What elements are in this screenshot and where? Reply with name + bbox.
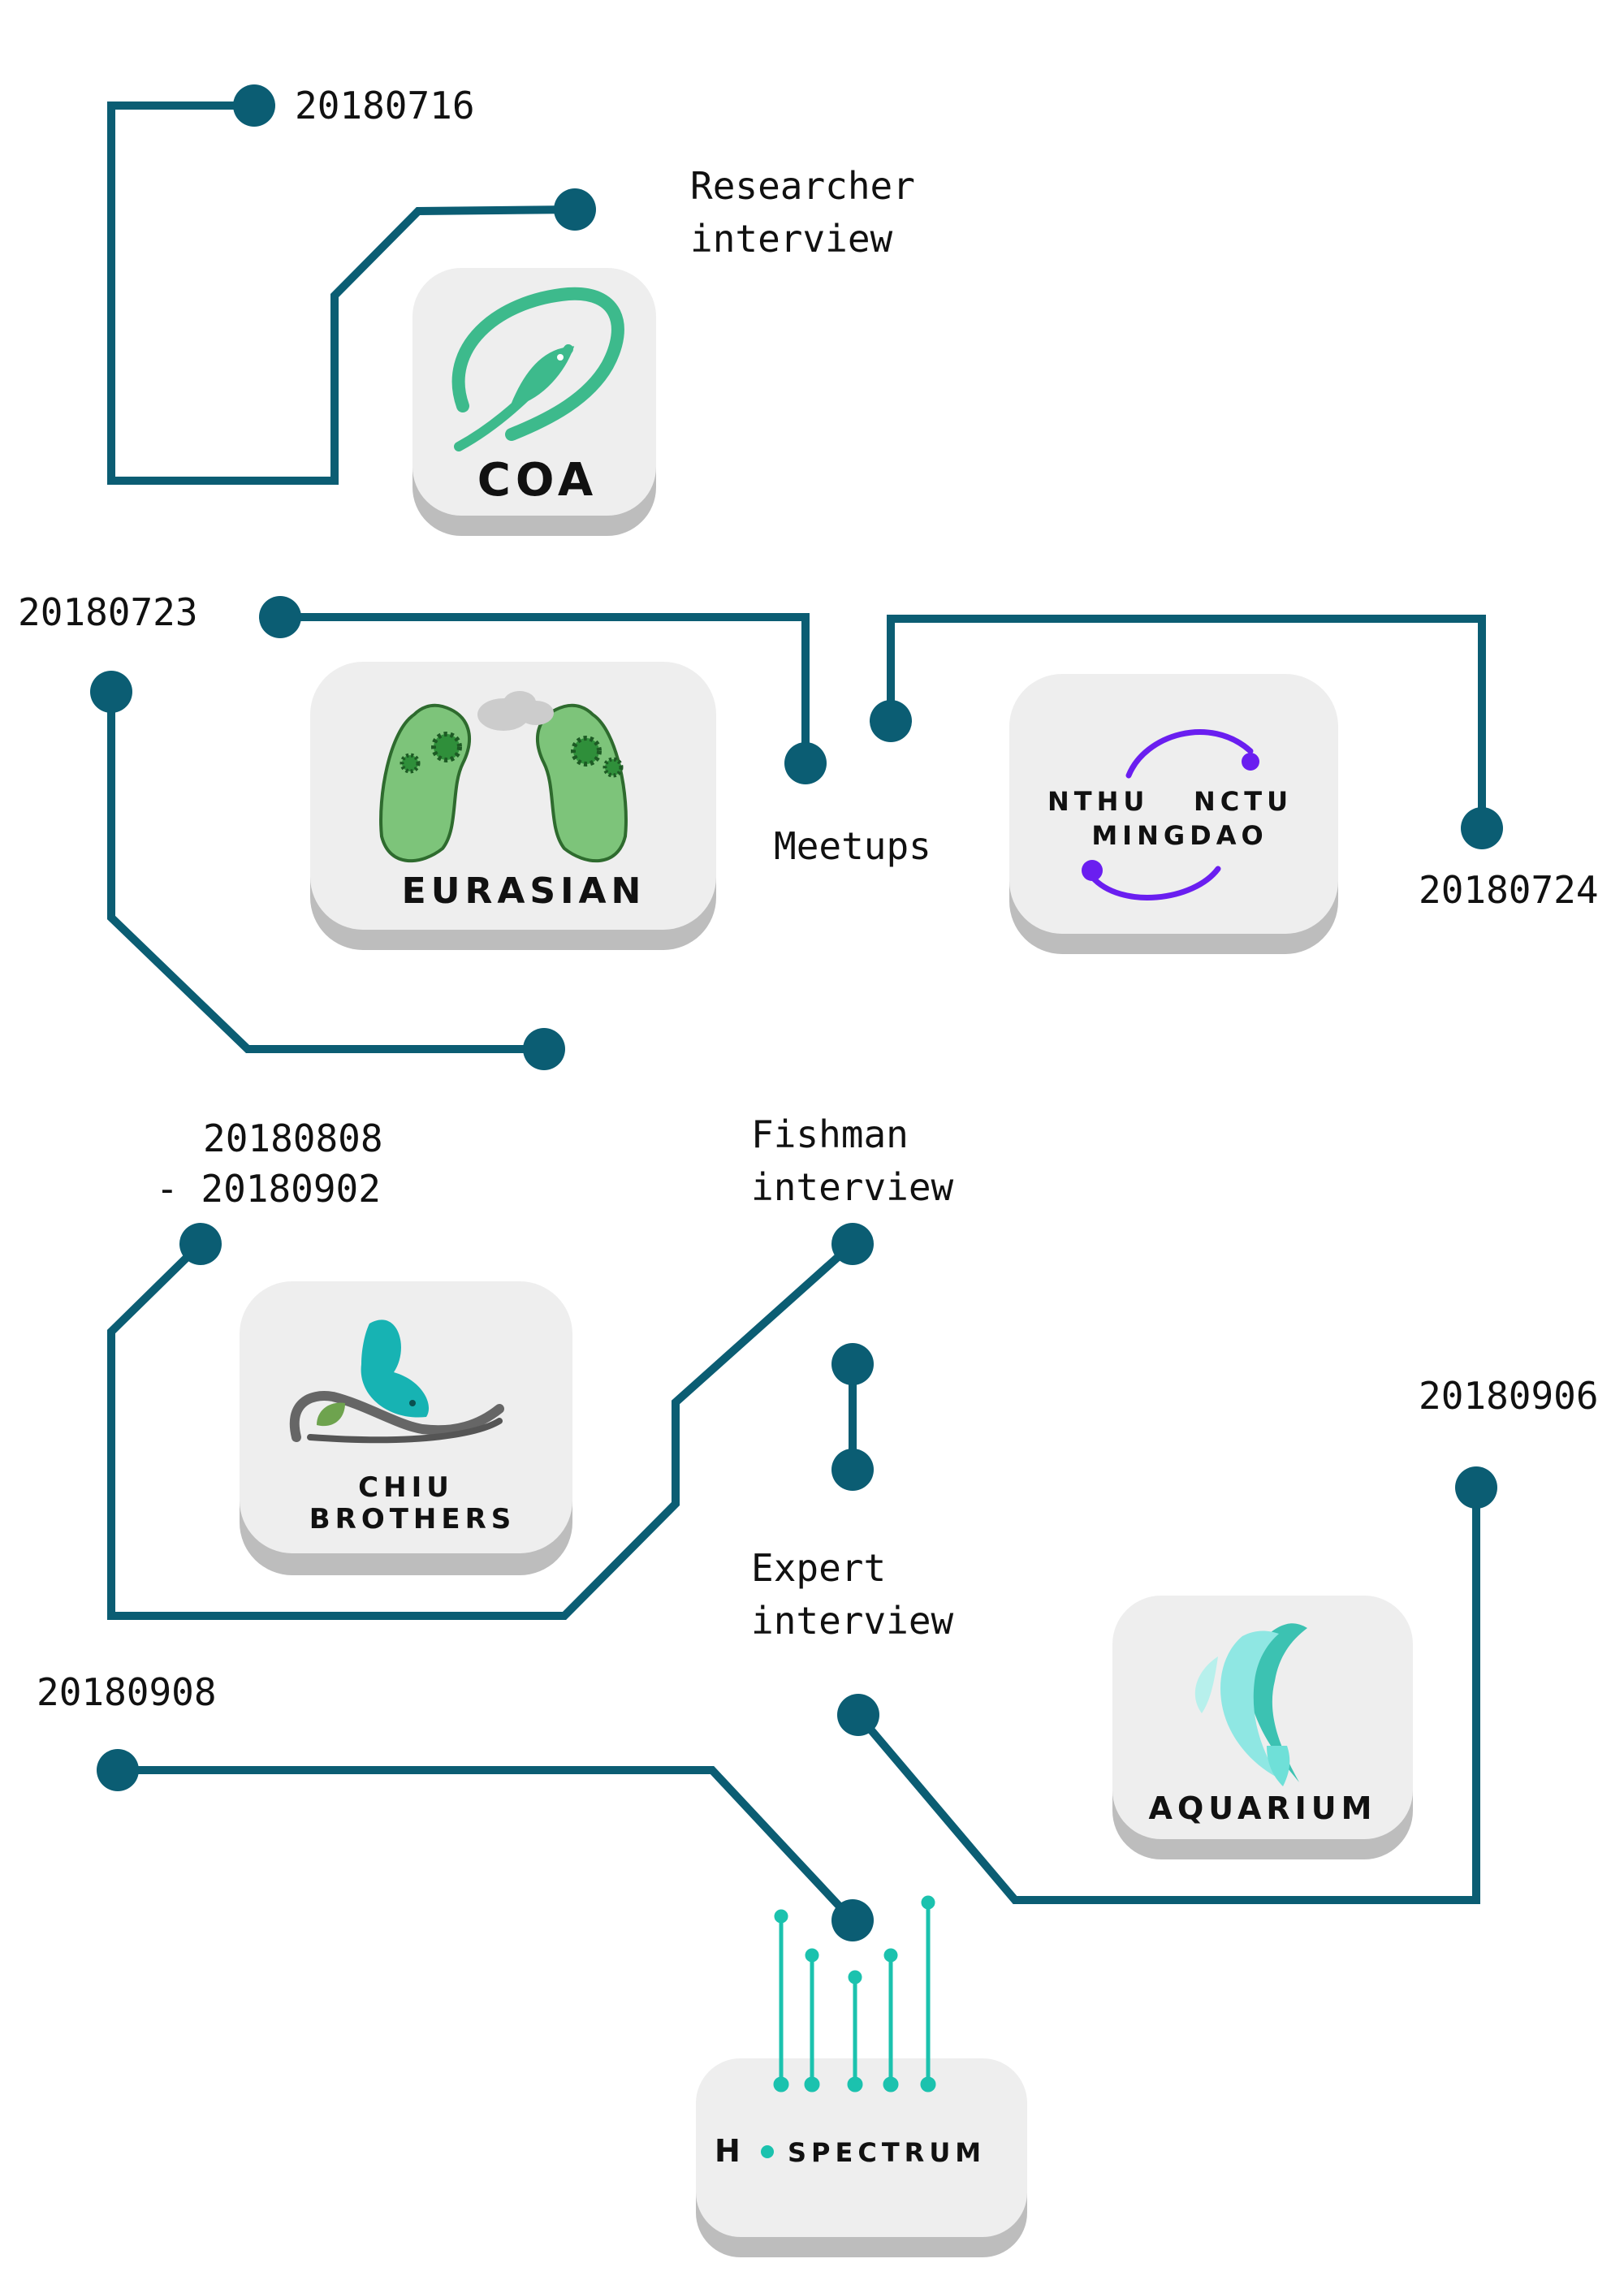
node-dot <box>97 1749 139 1791</box>
node-dot <box>837 1694 879 1736</box>
node-dot <box>831 1899 874 1941</box>
connector-meetup-right <box>887 615 1486 828</box>
coa-logo-text: COA <box>477 454 598 507</box>
eurasian-logo-card: EURASIAN <box>310 662 716 950</box>
connector-meetup-left <box>280 613 810 763</box>
swirl-arrows-icon <box>1089 729 1254 900</box>
connector-20180723 <box>107 692 544 1053</box>
h-logo-text: H <box>715 2133 745 2169</box>
date-20180716: 20180716 <box>295 84 475 127</box>
expert-label-line2: interview <box>751 1599 954 1643</box>
node-dot <box>831 1449 874 1491</box>
date-20180723: 20180723 <box>18 590 198 634</box>
angelfish-icon <box>1194 1623 1307 1786</box>
node-dot <box>554 188 596 231</box>
node-dot <box>233 84 275 127</box>
node-dot <box>259 596 301 638</box>
spectrum-logo-text: SPECTRUM <box>788 2137 986 2168</box>
date-20180808: 20180808 <box>203 1116 383 1160</box>
aquarium-logo-text: AQUARIUM <box>1149 1790 1377 1826</box>
fish-leaf-icon <box>289 1319 504 1444</box>
chiu-brothers-logo-card: CHIU BROTHERS <box>240 1281 572 1575</box>
node-dot <box>870 700 912 742</box>
fishman-label-line1: Fishman <box>751 1112 909 1156</box>
expert-label-line1: Expert <box>751 1546 886 1590</box>
node-dot <box>1455 1466 1497 1509</box>
brothers-logo-text: BROTHERS <box>309 1503 516 1535</box>
node-dot <box>90 671 132 713</box>
connector-20180906 <box>855 1488 1480 1904</box>
chiu-logo-text: CHIU <box>358 1471 454 1504</box>
connector-20180908 <box>118 1766 856 1924</box>
aquarium-logo-card: AQUARIUM <box>1112 1596 1413 1859</box>
node-dot <box>831 1223 874 1265</box>
date-20180724: 20180724 <box>1419 868 1599 912</box>
mingdao-logo-card: NTHU NCTU MINGDAO <box>1009 674 1338 954</box>
nthu-logo-text: NTHU <box>1047 786 1149 817</box>
nctu-logo-text: NCTU <box>1194 786 1293 817</box>
node-dot <box>1461 807 1503 849</box>
researcher-label-line1: Researcher <box>690 164 915 208</box>
node-dot <box>179 1223 222 1265</box>
researcher-label-line2: interview <box>690 217 893 261</box>
date-20180908: 20180908 <box>37 1670 217 1714</box>
eurasian-logo-text: EURASIAN <box>402 870 646 912</box>
node-dot <box>523 1028 565 1070</box>
fishman-label-line2: interview <box>751 1165 954 1209</box>
h-spectrum-logo-card: H SPECTRUM <box>696 1895 1027 2257</box>
mingdao-logo-text: MINGDAO <box>1091 820 1268 851</box>
lungs-icon <box>379 691 628 863</box>
date-20180906: 20180906 <box>1419 1374 1599 1418</box>
date-20180902: - 20180902 <box>156 1167 381 1211</box>
coa-fish-leaf-icon <box>451 287 624 451</box>
antenna-lines-icon <box>773 1895 936 2092</box>
connector-fishman <box>107 1241 856 1620</box>
meetups-label: Meetups <box>774 824 931 868</box>
coa-logo-card: COA <box>412 268 656 536</box>
node-dot <box>784 742 827 784</box>
node-dot <box>831 1343 874 1385</box>
connector-20180716 <box>107 101 576 485</box>
spectrum-dot-icon <box>761 2145 774 2158</box>
